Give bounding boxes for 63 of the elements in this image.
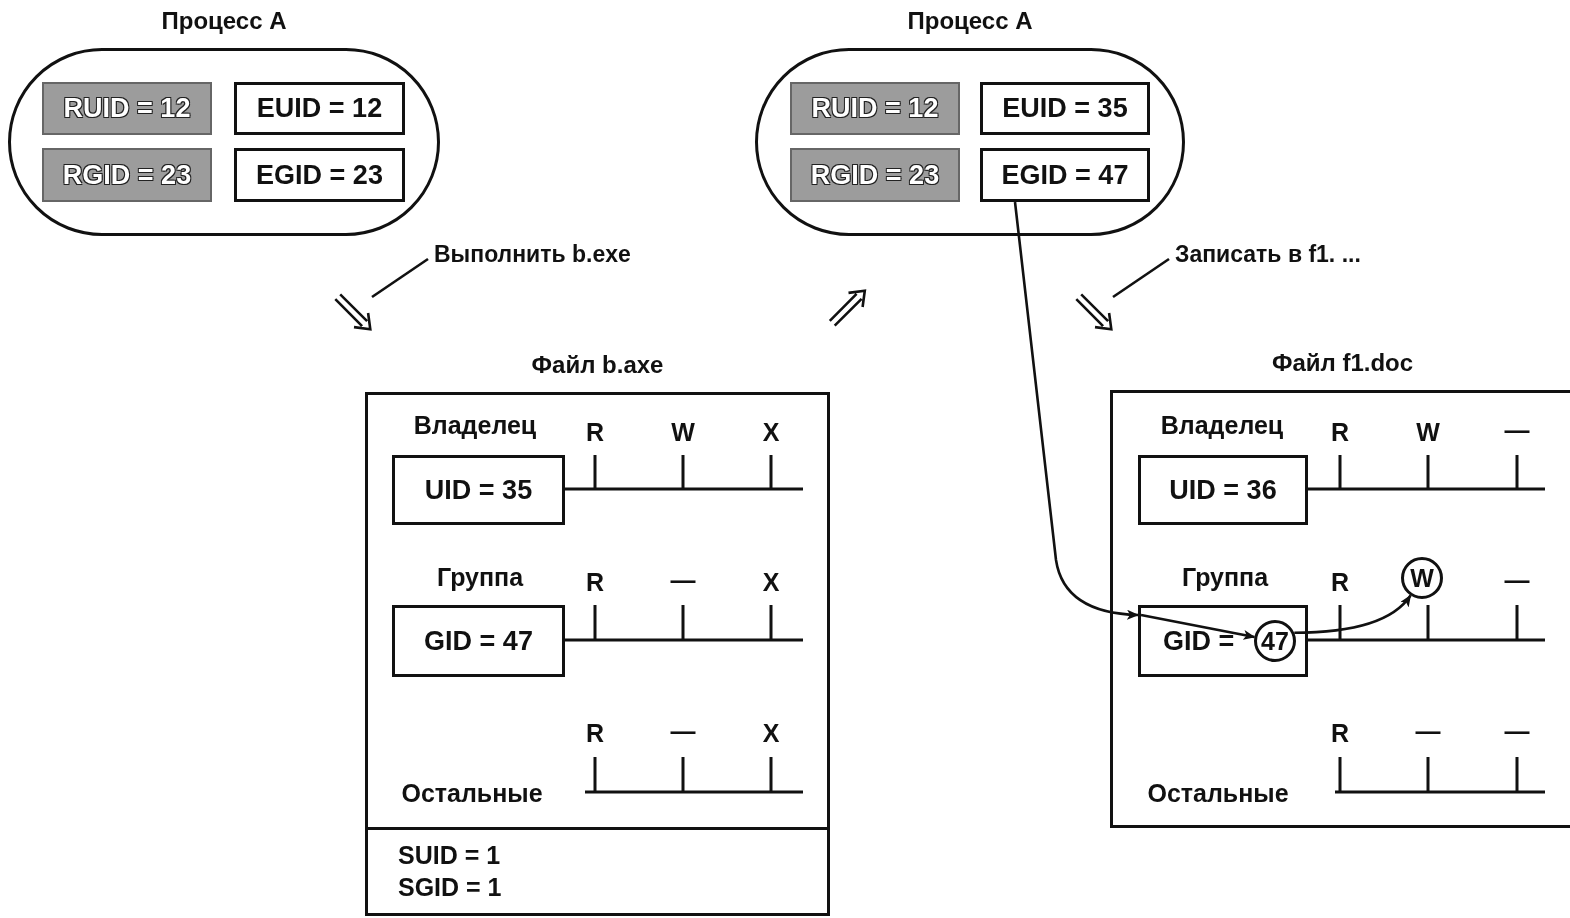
- permission-label: —: [670, 565, 696, 595]
- id-text: RGID = 23: [810, 159, 940, 191]
- id-text: EUID = 35: [1002, 93, 1128, 124]
- id-text: RUID = 12: [63, 93, 191, 124]
- permission-label: Остальные: [1147, 778, 1289, 808]
- panel-title: Файл b.axe: [530, 351, 665, 379]
- permission-label: —: [1504, 716, 1530, 746]
- permission-label: X: [762, 417, 780, 447]
- id-text: EGID = 23: [256, 159, 383, 191]
- id-text: GID = 47: [424, 625, 533, 657]
- hollow-arrow: [1075, 293, 1113, 331]
- arrow: [1294, 594, 1412, 634]
- permission-label: R: [585, 417, 605, 447]
- id-field: [234, 82, 405, 135]
- permission-label: X: [762, 718, 780, 748]
- permission-label: W: [671, 417, 695, 447]
- permission-label: Группа: [436, 562, 524, 592]
- id-text: UID = 36: [1169, 474, 1277, 506]
- id-text: W: [1410, 563, 1434, 593]
- permission-label: X: [762, 567, 780, 597]
- id-field: [1138, 605, 1308, 677]
- hollow-arrow: [828, 289, 867, 327]
- permission-label: Владелец: [413, 410, 537, 440]
- id-text: 47: [1261, 626, 1289, 656]
- id-field: [790, 82, 960, 135]
- id-field: [790, 148, 960, 202]
- panel-title: Файл f1.doc: [1270, 349, 1415, 377]
- permission-label: Группа: [1181, 562, 1269, 592]
- id-field: [392, 605, 565, 677]
- id-text: EGID = 47: [1001, 159, 1129, 191]
- id-text: SGID = 1: [398, 871, 503, 903]
- id-text: EUID = 12: [256, 93, 383, 124]
- permission-label: R: [585, 718, 605, 748]
- id-field: [234, 148, 405, 202]
- permission-label: —: [1504, 415, 1530, 445]
- id-field: [392, 455, 565, 525]
- id-field: [1138, 455, 1308, 525]
- arrow: [1140, 613, 1256, 640]
- id-field: [980, 148, 1150, 202]
- id-text: RGID = 23: [62, 159, 192, 191]
- id-text: GID =: [1163, 625, 1235, 657]
- permission-label: —: [670, 716, 696, 746]
- permission-label: Остальные: [401, 778, 543, 808]
- permission-label: Владелец: [1160, 410, 1284, 440]
- id-field: [42, 148, 212, 202]
- hollow-arrow: [334, 293, 372, 331]
- id-field: [42, 82, 212, 135]
- arrow: [1013, 201, 1139, 620]
- highlight-circle: [1401, 557, 1443, 599]
- permission-label: R: [1330, 417, 1350, 447]
- permission-label: —: [1415, 716, 1441, 746]
- panel-title: Процесс A: [906, 7, 1034, 35]
- id-text: UID = 35: [424, 474, 533, 506]
- permission-label: R: [585, 567, 605, 597]
- permission-label: —: [1504, 565, 1530, 595]
- permission-label: R: [1330, 718, 1350, 748]
- highlight-circle: [1254, 620, 1296, 662]
- panel-title: Процесс A: [160, 7, 288, 35]
- id-field: [980, 82, 1150, 135]
- permission-label: W: [1416, 417, 1440, 447]
- id-text: SUID = 1: [398, 840, 502, 872]
- permission-label: R: [1330, 567, 1350, 597]
- id-text: RUID = 12: [811, 93, 939, 124]
